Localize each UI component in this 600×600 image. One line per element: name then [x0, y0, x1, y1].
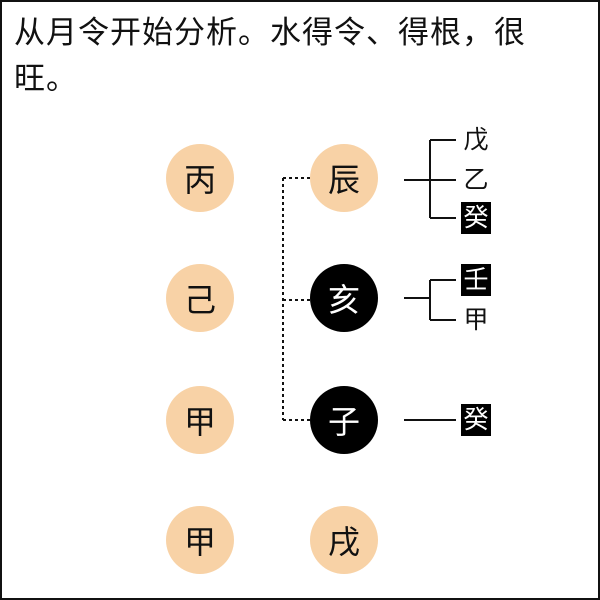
dotted-bracket	[282, 177, 310, 421]
chen-bracket	[404, 139, 456, 219]
stem-day: 甲	[166, 386, 234, 454]
hidden-stem-chen-2: 乙	[463, 165, 489, 194]
hidden-stem-chen-1: 戊	[463, 125, 489, 154]
branch-year: 辰	[310, 144, 378, 212]
stem-month: 己	[166, 264, 234, 332]
branch-hour: 戌	[310, 506, 378, 574]
diagram-title: 从月令开始分析。水得令、得根，很旺。	[14, 15, 526, 97]
stem-hour: 甲	[166, 506, 234, 574]
hidden-stem-hai-2: 甲	[463, 305, 489, 334]
stem-year: 丙	[166, 144, 234, 212]
hidden-stem-chen-3: 癸	[461, 202, 491, 234]
hidden-stem-hai-1: 壬	[461, 264, 491, 296]
branch-day: 子	[310, 386, 378, 454]
hai-bracket	[404, 279, 456, 321]
branch-month: 亥	[310, 264, 378, 332]
hidden-stem-zi-1: 癸	[461, 404, 491, 436]
